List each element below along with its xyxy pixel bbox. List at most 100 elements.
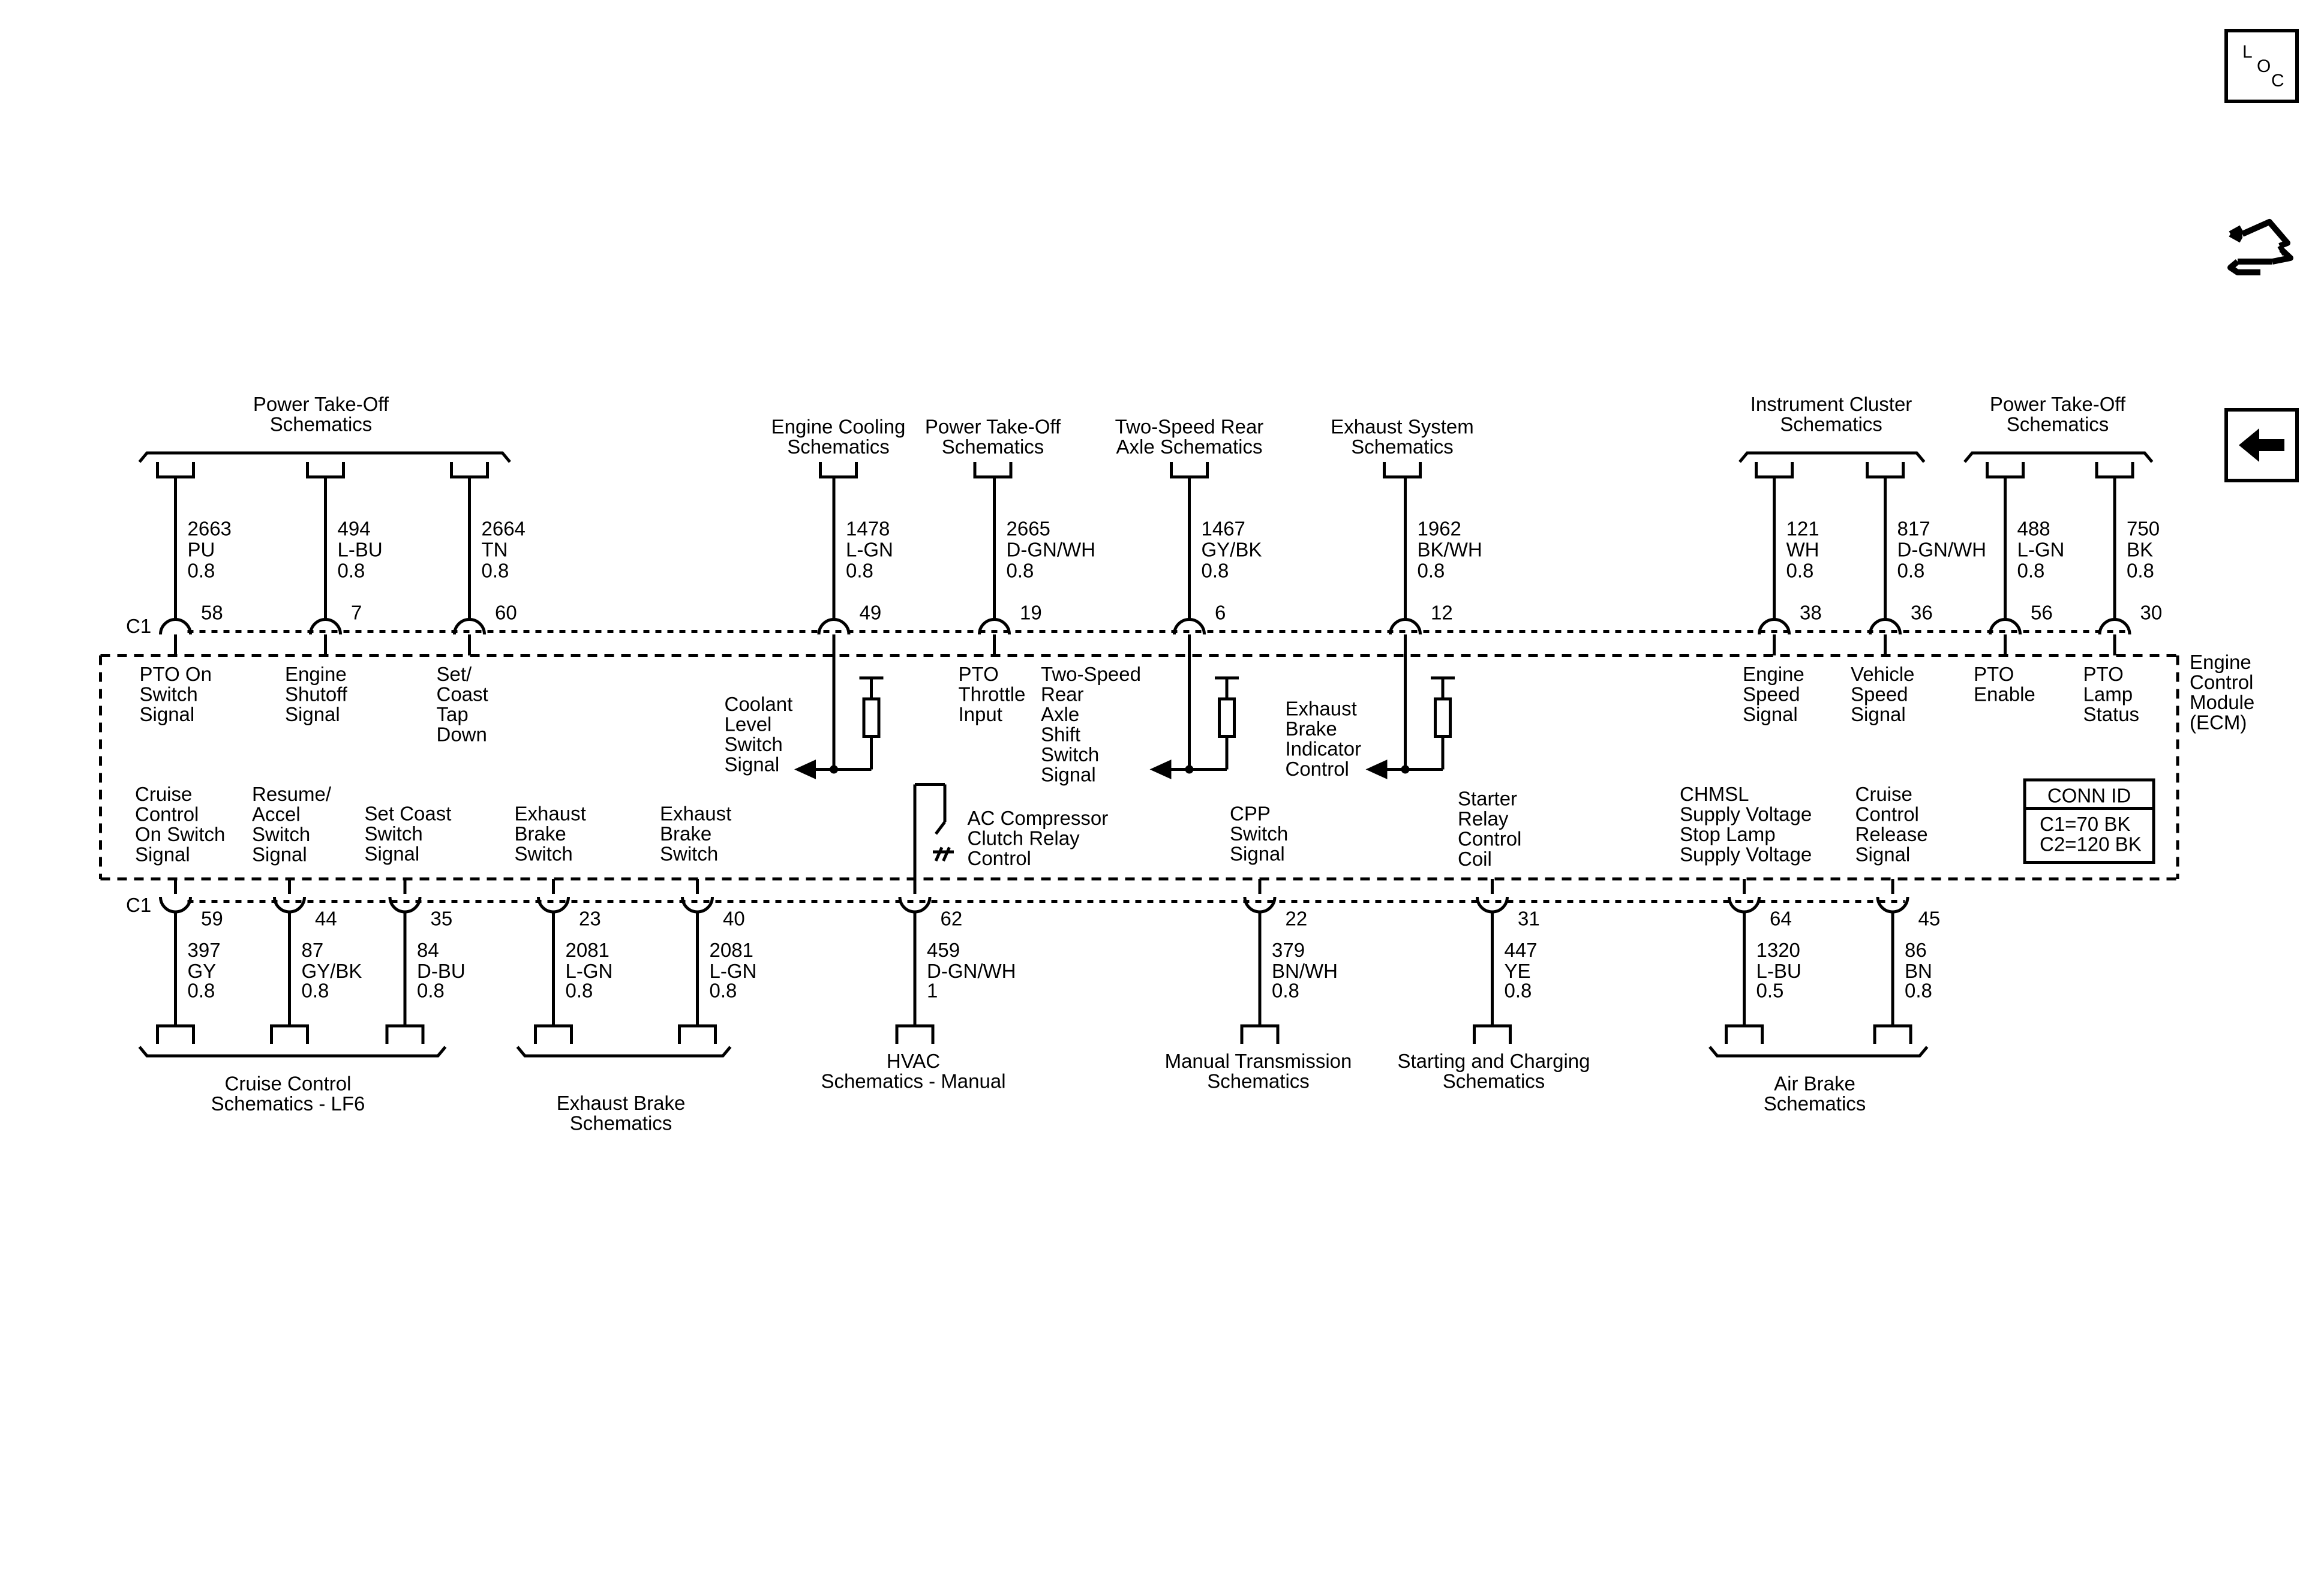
circuit-number-bottom-45: 86 — [1905, 939, 1927, 961]
pin-label-top-36-0: Vehicle — [1851, 663, 1914, 685]
pin-arc-bottom-44 — [273, 896, 306, 914]
back-arrow-icon — [2224, 408, 2299, 482]
pin-label-bottom-31-3: Coil — [1458, 848, 1492, 870]
pin-number-top-19: 19 — [1020, 602, 1042, 624]
terminal-top-pto-top-left-0 — [156, 462, 195, 479]
loc-button[interactable]: L O C — [2224, 29, 2299, 103]
wire-color-top-60: TN — [482, 539, 508, 561]
circuit-number-top-60: 2664 — [482, 518, 526, 540]
pin-number-top-58: 58 — [201, 602, 223, 624]
wire-color-bottom-22: BN/WH — [1272, 960, 1338, 982]
pin-label-top-56-0: PTO — [1974, 663, 2014, 685]
pin-label-bottom-45-0: Cruise — [1855, 783, 1912, 805]
pin-number-top-56: 56 — [2031, 602, 2053, 624]
pin-number-bottom-35: 35 — [431, 908, 453, 930]
pin-label-top-49-3: Signal — [725, 754, 780, 776]
pin-label-bottom-59-1: Control — [135, 803, 199, 825]
wire-gauge-bottom-31: 0.8 — [1505, 980, 1532, 1002]
loc-letter-c: C — [2271, 71, 2284, 91]
schematic-ref-bottom-hvac-manual-0: HVAC — [887, 1050, 940, 1072]
pin-label-bottom-64-1: Supply Voltage — [1680, 803, 1812, 825]
circuit-number-bottom-44: 87 — [302, 939, 324, 961]
harness-brace-top-instrument-cluster — [1739, 451, 1926, 463]
module-name-3: (ECM) — [2190, 712, 2247, 734]
pin-number-bottom-44: 44 — [315, 908, 337, 930]
schematic-ref-top-instrument-cluster-1: Schematics — [1780, 413, 1882, 436]
wire-gauge-bottom-44: 0.8 — [302, 980, 329, 1002]
circuit-number-bottom-64: 1320 — [1756, 939, 1800, 961]
circuit-number-top-36: 817 — [1897, 518, 1930, 540]
pin-label-top-56-1: Enable — [1974, 683, 2035, 706]
wire-gauge-top-56: 0.8 — [2017, 560, 2045, 582]
connector-view-button[interactable] — [2224, 210, 2299, 284]
wire-color-top-6: GY/BK — [1202, 539, 1262, 561]
circuit-number-top-30: 750 — [2127, 518, 2160, 540]
pin-label-bottom-62-0: AC Compressor — [968, 807, 1109, 829]
pin-arc-bottom-22 — [1243, 896, 1277, 914]
schematic-ref-bottom-air-brake-1: Schematics — [1764, 1092, 1866, 1115]
pin-number-top-7: 7 — [351, 602, 362, 624]
schematic-ref-bottom-hvac-manual-1: Schematics - Manual — [821, 1070, 1005, 1092]
pin-label-bottom-35-1: Switch — [365, 822, 423, 845]
wire-gauge-top-19: 0.8 — [1007, 560, 1034, 582]
pullup-resistor-6 — [1218, 697, 1236, 738]
circuit-number-top-12: 1962 — [1418, 518, 1461, 540]
pin-arc-top-30 — [2098, 618, 2131, 635]
pin-label-top-12-2: Indicator — [1286, 738, 1362, 760]
pin-label-bottom-31-1: Relay — [1458, 807, 1509, 830]
pin-arc-bottom-64 — [1728, 896, 1761, 914]
pin-label-bottom-44-0: Resume/ — [252, 783, 332, 805]
schematic-ref-bottom-manual-transmission-0: Manual Transmission — [1165, 1050, 1352, 1072]
connector-label-top: C1 — [126, 615, 151, 637]
conn-id-line-1: C2=120 BK — [2040, 833, 2142, 855]
pin-number-top-38: 38 — [1800, 602, 1822, 624]
schematic-ref-bottom-manual-transmission-1: Schematics — [1207, 1070, 1310, 1092]
pin-label-bottom-59-2: On Switch — [135, 823, 225, 845]
pin-label-top-6-0: Two-Speed — [1041, 663, 1141, 685]
terminal-bottom-air-brake-0 — [1725, 1024, 1764, 1044]
wire-gauge-bottom-59: 0.8 — [188, 980, 215, 1002]
pin-label-top-58-0: PTO On — [140, 663, 212, 685]
terminal-top-engine-cooling-0 — [819, 462, 858, 479]
wire-gauge-bottom-23: 0.8 — [566, 980, 593, 1002]
loc-icon: L O C — [2224, 29, 2299, 103]
pin-arc-top-49 — [817, 618, 851, 635]
pin-arc-top-12 — [1389, 618, 1422, 635]
schematic-ref-top-exhaust-system-1: Schematics — [1351, 436, 1454, 458]
pin-number-bottom-62: 62 — [941, 908, 963, 930]
module-name-0: Engine — [2190, 651, 2251, 673]
schematic-ref-bottom-exhaust-brake-1: Schematics — [570, 1112, 672, 1134]
connector-label-bottom: C1 — [126, 894, 151, 916]
wire-color-top-38: WH — [1786, 539, 1819, 561]
schematic-ref-top-engine-cooling-1: Schematics — [787, 436, 890, 458]
pin-label-top-38-2: Signal — [1743, 703, 1798, 725]
terminal-bottom-cruise-control-lf6-0 — [156, 1024, 195, 1044]
pin-number-top-36: 36 — [1911, 602, 1933, 624]
module-name-1: Control — [2190, 671, 2253, 694]
wire-color-top-58: PU — [188, 539, 215, 561]
conn-id-box — [2023, 778, 2155, 864]
schematic-ref-top-exhaust-system-0: Exhaust System — [1331, 416, 1473, 438]
terminal-bottom-cruise-control-lf6-1 — [270, 1024, 309, 1044]
circuit-number-top-56: 488 — [2017, 518, 2050, 540]
pin-arc-top-56 — [1989, 618, 2022, 635]
pin-label-bottom-23-1: Brake — [515, 822, 566, 845]
pin-label-bottom-45-3: Signal — [1855, 843, 1911, 866]
terminal-bottom-air-brake-1 — [1873, 1024, 1912, 1044]
harness-brace-top-pto-top-right — [1963, 451, 2154, 463]
pin-label-top-36-2: Signal — [1851, 703, 1906, 725]
schematic-ref-top-instrument-cluster-0: Instrument Cluster — [1750, 393, 1912, 415]
pin-label-top-7-0: Engine — [285, 663, 347, 685]
wire-gauge-bottom-64: 0.5 — [1756, 980, 1784, 1002]
pin-label-top-60-3: Down — [437, 724, 487, 746]
junction-dot-6 — [1185, 765, 1194, 774]
pin-label-bottom-35-0: Set Coast — [365, 803, 452, 825]
wire-gauge-bottom-45: 0.8 — [1905, 980, 1932, 1002]
pin-label-bottom-23-0: Exhaust — [515, 803, 586, 825]
pin-number-bottom-40: 40 — [723, 908, 745, 930]
pin-label-bottom-59-3: Signal — [135, 843, 190, 866]
pin-label-top-58-1: Switch — [140, 683, 198, 706]
pin-label-top-12-0: Exhaust — [1286, 698, 1357, 720]
back-button[interactable] — [2224, 408, 2299, 482]
pin-arc-top-60 — [453, 618, 486, 635]
